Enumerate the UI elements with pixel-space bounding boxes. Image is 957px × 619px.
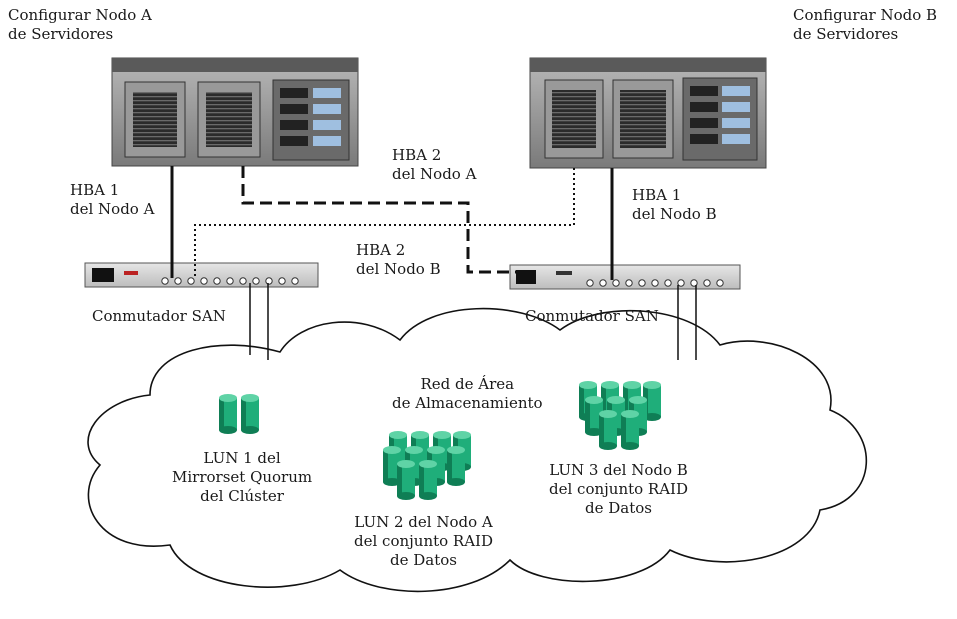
server-node-a xyxy=(111,57,359,167)
cable-hba2-node-a xyxy=(241,166,516,274)
cable-hba2-node-b xyxy=(194,168,575,278)
hba2-b-line1: HBA 2 xyxy=(356,241,406,259)
label-hba1-node-a: HBA 1 del Nodo A xyxy=(70,181,154,219)
lun1-line3: del Clúster xyxy=(200,487,284,505)
label-switch-b: Conmutador SAN xyxy=(525,307,659,325)
san-line2: de Almacenamiento xyxy=(392,394,543,412)
hba1-a-line2: del Nodo A xyxy=(70,200,155,218)
hba1-b-line1: HBA 1 xyxy=(632,186,682,204)
san-switch-b xyxy=(509,264,741,290)
label-hba1-node-b: HBA 1 del Nodo B xyxy=(632,186,717,224)
server-a-line2: de Servidores xyxy=(8,25,114,43)
label-san: Red de Área de Almacenamiento xyxy=(392,375,543,413)
server-b-line2: de Servidores xyxy=(793,25,899,43)
lun1-line1: LUN 1 del xyxy=(203,449,281,467)
lun3-line2: del conjunto RAID xyxy=(549,480,689,498)
lun2-line3: de Datos xyxy=(390,551,457,569)
lun2-line2: del conjunto RAID xyxy=(354,532,494,550)
san-switch-a xyxy=(84,262,319,288)
lun1-line2: Mirrorset Quorum xyxy=(172,468,313,486)
hba2-a-line2: del Nodo A xyxy=(392,165,477,183)
hba1-b-line2: del Nodo B xyxy=(632,205,717,223)
san-cloud xyxy=(87,307,868,593)
hba1-a-line1: HBA 1 xyxy=(70,181,120,199)
server-b-line1: Configurar Nodo B xyxy=(793,6,938,24)
label-server-node-a: Configurar Nodo A de Servidores xyxy=(8,6,152,44)
cable-switch-b-to-san xyxy=(677,285,697,360)
server-a-line1: Configurar Nodo A xyxy=(8,6,152,24)
lun3-line1: LUN 3 del Nodo B xyxy=(549,461,688,479)
cable-switch-a-to-san xyxy=(249,283,269,360)
hba2-a-line1: HBA 2 xyxy=(392,146,442,164)
label-hba2-node-a: HBA 2 del Nodo A xyxy=(392,146,476,184)
server-node-b xyxy=(529,57,767,169)
san-line1: Red de Área xyxy=(420,375,515,393)
hba2-b-line2: del Nodo B xyxy=(356,260,441,278)
lun2-line1: LUN 2 del Nodo A xyxy=(354,513,493,531)
lun3-line3: de Datos xyxy=(585,499,652,517)
label-lun3: LUN 3 del Nodo B del conjunto RAID de Da… xyxy=(549,461,688,518)
label-server-node-b: Configurar Nodo B de Servidores xyxy=(793,6,937,44)
label-lun2: LUN 2 del Nodo A del conjunto RAID de Da… xyxy=(354,513,493,570)
label-switch-a: Conmutador SAN xyxy=(92,307,226,325)
label-lun1: LUN 1 del Mirrorset Quorum del Clúster xyxy=(172,449,312,506)
label-hba2-node-b: HBA 2 del Nodo B xyxy=(356,241,441,279)
